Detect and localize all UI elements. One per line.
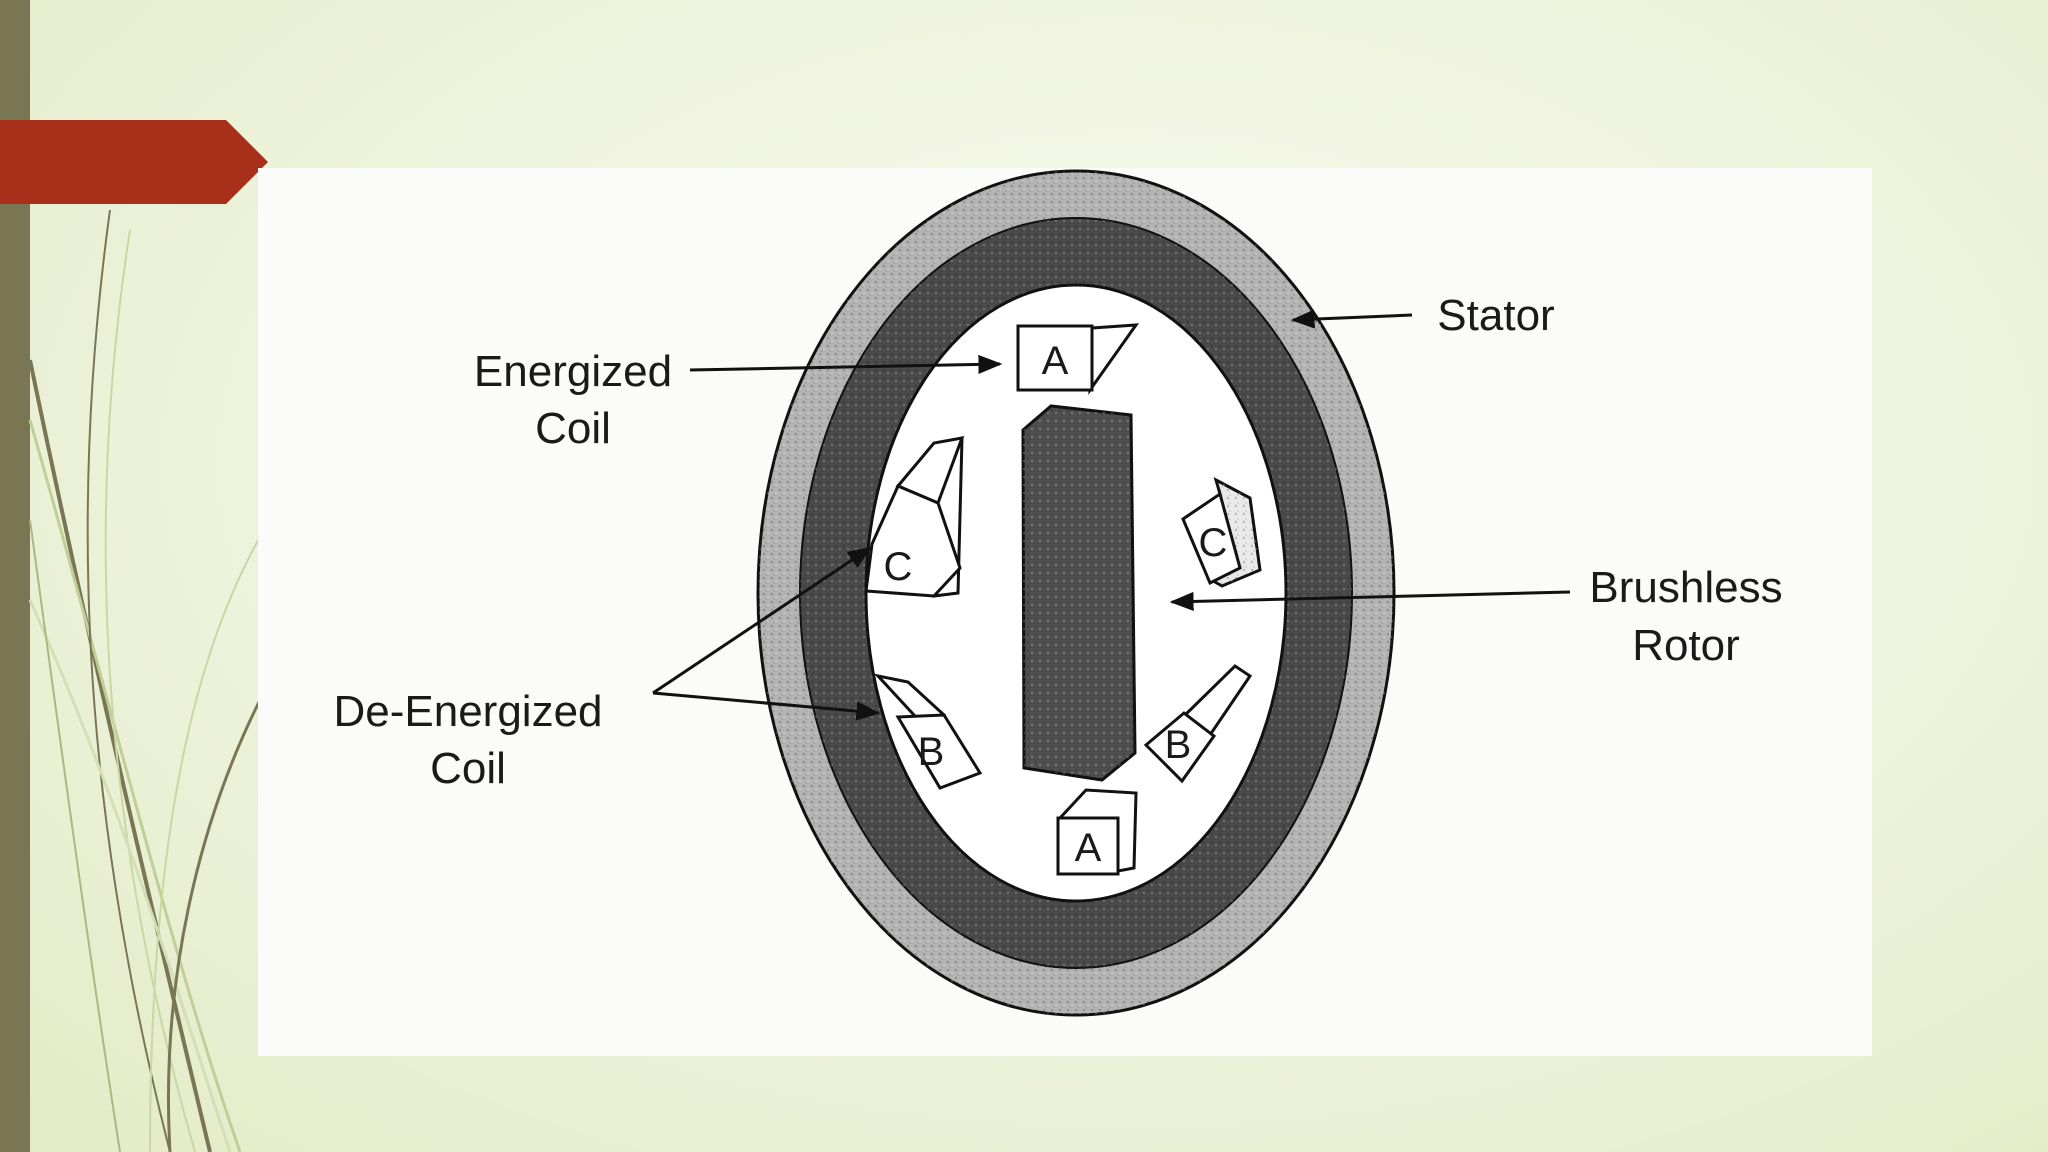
coil-a-bottom: A [1056, 788, 1138, 876]
coil-a-top: A [1016, 323, 1140, 395]
title-tab-shape [0, 120, 268, 204]
coil-label: C [1199, 521, 1228, 565]
deenergized-coil-label-line2: Coil [430, 744, 506, 793]
stator-leader-line [1290, 309, 1413, 329]
deenergized-coil-leader-line-lower [652, 691, 881, 721]
deenergized-coil-leader-line-upper [652, 546, 872, 695]
coil-b-right: B [1143, 664, 1253, 784]
brushless-rotor-label-line2: Rotor [1632, 621, 1740, 670]
energized-coil-label-line1: Energized [474, 347, 672, 396]
stator-label: Stator [1437, 291, 1554, 340]
decorative-vines [28, 209, 271, 1152]
coil-label: B [918, 730, 945, 774]
bldc-motor-diagram: A C C B B [258, 168, 1872, 1056]
coil-c-left: C [864, 436, 965, 598]
coil-label: B [1165, 723, 1192, 767]
energized-coil-label-line2: Coil [535, 404, 611, 453]
coil-label: C [884, 545, 913, 589]
rotor-leader-line [1169, 590, 1571, 612]
brushless-rotor-label-line1: Brushless [1589, 563, 1782, 612]
coil-label: A [1075, 826, 1102, 870]
deenergized-coil-label-line1: De-Energized [333, 687, 602, 736]
coil-b-left: B [873, 673, 983, 790]
coil-c-right: C [1181, 477, 1262, 588]
coil-label: A [1042, 339, 1069, 383]
brushless-rotor [1021, 404, 1137, 782]
energized-coil-leader-line [689, 354, 1003, 375]
